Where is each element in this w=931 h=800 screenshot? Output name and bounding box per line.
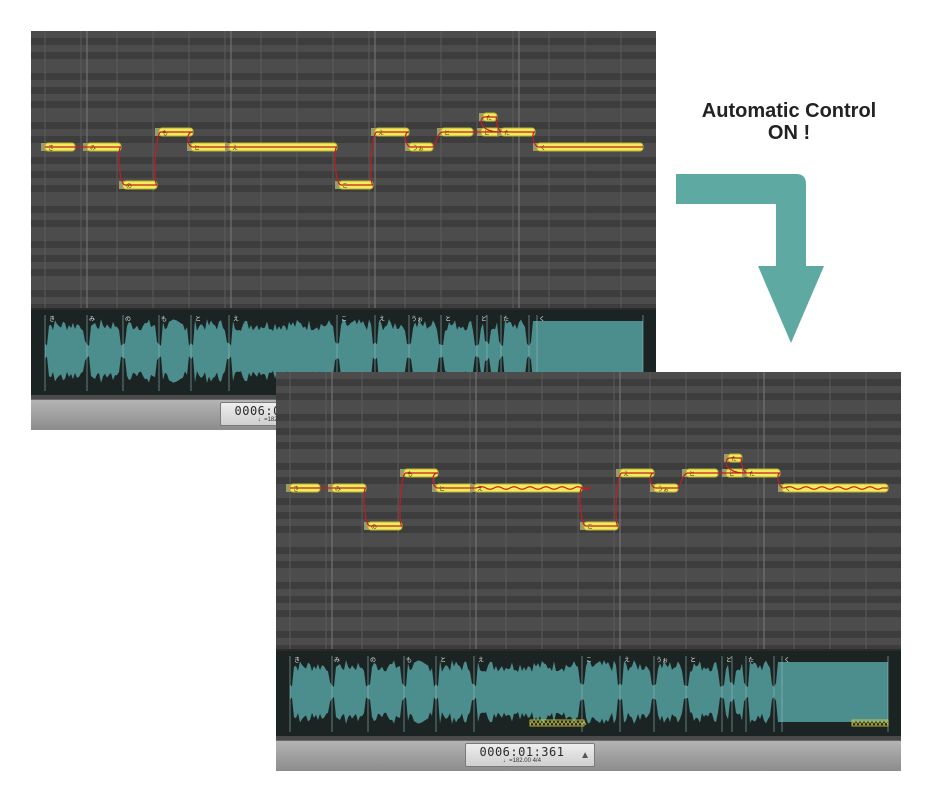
region-lyric: と (690, 657, 696, 664)
region-lyric: の (370, 657, 376, 664)
note-lyric: き (293, 486, 299, 493)
region-lyric: うぉ (411, 316, 423, 323)
note-lyric: え (623, 471, 629, 478)
note-lyric: も (407, 471, 413, 478)
region-lyric: き (294, 657, 300, 664)
note-handle (364, 522, 370, 530)
note-handle (405, 143, 411, 151)
note-lyric: うぉ (412, 145, 424, 152)
region-lyric: み (334, 657, 340, 664)
note-handle (778, 484, 784, 492)
note-lyric: ど (729, 470, 735, 478)
note-lyric: た (486, 115, 492, 122)
note-handle (682, 469, 688, 477)
vibrato-marker (851, 719, 889, 727)
note-handle (400, 469, 406, 477)
title-line-1: Automatic Control (701, 100, 877, 122)
page-title: Automatic Control ON ! (664, 100, 914, 144)
region-lyric: く (784, 657, 790, 664)
note-handle (119, 181, 125, 189)
editor-canvas-after[interactable]: きみのもとえこえうぉとどたたくきみのもとえこえうぉとどたく (276, 372, 901, 742)
note-handle (432, 484, 438, 492)
region-lyric: うぉ (656, 657, 668, 664)
note-lyric: の (371, 524, 377, 531)
note-handle (371, 128, 377, 136)
region-lyric: と (445, 316, 451, 323)
note-lyric: き (48, 145, 54, 152)
note-handle (724, 454, 730, 462)
editor-canvas-before[interactable]: きみのもとえこえうぉとどたたくきみのもとえこえうぉとどたく (31, 31, 656, 401)
note-lyric: く (540, 145, 546, 152)
region-lyric: と (195, 316, 201, 323)
region-lyric: え (379, 316, 385, 323)
pitch-curve (290, 457, 888, 527)
tempo-readout: ♩=182.00 4/4 (503, 758, 541, 764)
time-display[interactable]: 0006:01:361 ♩=182.00 4/4 ▲ (465, 743, 595, 767)
region-lyric: ど (726, 656, 732, 664)
note-lyric: み (335, 486, 341, 493)
note-handle (286, 484, 292, 492)
note-lyric: と (194, 145, 200, 152)
region-lyric: こ (341, 316, 347, 323)
note-lyric: も (162, 130, 168, 137)
transport-bar: 0006:01:361 ♩=182.00 4/4 ▲ (276, 740, 901, 771)
note-handle (650, 484, 656, 492)
note-lyric: た (749, 471, 755, 478)
note-handle (580, 522, 586, 530)
note-handle (616, 469, 622, 477)
note-lyric: み (90, 145, 96, 152)
note-lyric: こ (342, 183, 348, 190)
note-lyric: く (785, 486, 791, 493)
region-lyric: と (440, 657, 446, 664)
note-lyric: た (504, 130, 510, 137)
title-line-2: ON ! (767, 122, 811, 144)
region-lyric: こ (586, 657, 592, 664)
region-lyric: の (125, 316, 131, 323)
note-lyric: え (378, 130, 384, 137)
down-arrow-icon (676, 174, 824, 343)
region-lyric: み (89, 316, 95, 323)
region-lyric: た (748, 657, 754, 664)
region-lyric: え (233, 316, 239, 323)
note-handle (155, 128, 161, 136)
region-lyric: え (478, 657, 484, 664)
audio-waveform (45, 319, 643, 383)
note-handle (479, 113, 485, 121)
region-lyric: え (624, 657, 630, 664)
note-handle (533, 143, 539, 151)
region-lyric: ど (481, 315, 487, 323)
note-lyric: た (731, 456, 737, 463)
note-handle (335, 181, 341, 189)
note-lyric: え (232, 145, 238, 152)
region-lyric: も (406, 657, 412, 664)
region-lyric: た (503, 316, 509, 323)
pitch-curve (45, 116, 643, 186)
note-lyric: こ (587, 524, 593, 531)
audio-waveform (290, 660, 888, 724)
note-lyric: と (439, 486, 445, 493)
note-lyric: ど (484, 129, 490, 137)
note-lyric: え (477, 486, 483, 493)
note-handle (41, 143, 47, 151)
metronome-icon[interactable]: ▲ (580, 750, 590, 761)
vibrato-marker (529, 719, 585, 727)
note-lyric: の (126, 183, 132, 190)
region-lyric: く (539, 316, 545, 323)
note-lyric: うぉ (657, 486, 669, 493)
note-handle (437, 128, 443, 136)
piano-roll-after[interactable]: きみのもとえこえうぉとどたたくきみのもとえこえうぉとどたく 0006:01:36… (276, 372, 901, 771)
note-handle (187, 143, 193, 151)
region-lyric: も (161, 316, 167, 323)
time-counter: 0006:01:361 (479, 745, 565, 759)
note-lyric: と (689, 471, 695, 478)
note-lyric: と (444, 130, 450, 137)
region-lyric: き (49, 316, 55, 323)
